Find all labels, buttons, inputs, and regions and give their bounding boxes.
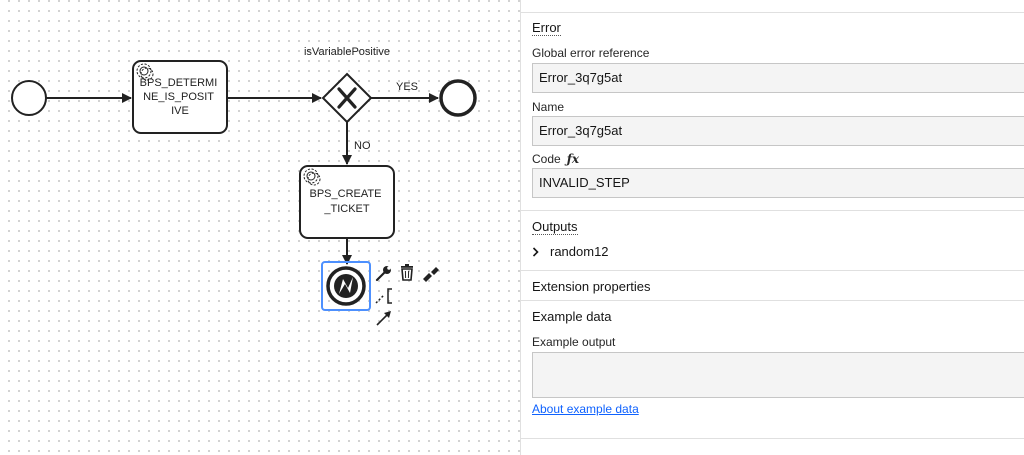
global-error-reference-label: Global error reference xyxy=(532,46,650,60)
bpmn-diagram[interactable]: BPS_DETERMI NE_IS_POSIT IVE isVariablePo… xyxy=(0,0,520,455)
output-item-label: random12 xyxy=(550,244,609,259)
lightning-error-icon xyxy=(339,277,353,294)
end-event[interactable] xyxy=(439,79,477,117)
divider xyxy=(521,300,1024,301)
divider xyxy=(521,270,1024,271)
example-output-textarea[interactable] xyxy=(532,352,1024,398)
error-end-event[interactable] xyxy=(326,266,366,306)
error-group-title[interactable]: Error xyxy=(532,20,561,36)
about-example-data-link[interactable]: About example data xyxy=(532,402,639,416)
properties-panel: Error Global error reference Error_3q7g5… xyxy=(520,0,1024,455)
bpmn-canvas[interactable]: BPS_DETERMI NE_IS_POSIT IVE isVariablePo… xyxy=(0,0,520,455)
task2-label-line: _TICKET xyxy=(323,203,370,215)
flow-yes-label: YES xyxy=(396,81,418,93)
chevron-right-icon xyxy=(532,246,539,257)
selection-outline xyxy=(321,261,371,311)
paint-brush-icon[interactable] xyxy=(423,267,439,282)
divider xyxy=(521,438,1024,439)
svg-text:BPS_DETERMI NE_IS_POSI: BPS_DETERMI NE_IS_POSIT IVE xyxy=(140,77,221,117)
service-task-gear-icon xyxy=(136,63,154,81)
task2-label-line: BPS_CREATE xyxy=(310,188,382,200)
task1-label-line: IVE xyxy=(171,105,189,117)
name-input[interactable]: Error_3q7g5at xyxy=(532,116,1024,146)
task-bps-determine-is-positive[interactable]: BPS_DETERMI NE_IS_POSIT IVE xyxy=(132,60,228,134)
code-label-text: Code xyxy=(532,152,561,166)
connect-arrow-icon[interactable] xyxy=(376,311,391,326)
gateway-label: isVariablePositive xyxy=(304,46,390,58)
example-data-title[interactable]: Example data xyxy=(532,309,612,324)
task1-label-line: BPS_DETERMI xyxy=(140,77,218,89)
divider xyxy=(521,12,1024,13)
error-end-inner-fill xyxy=(334,274,358,298)
text-annotation-icon[interactable] xyxy=(375,288,392,304)
task1-label-line: NE_IS_POSIT xyxy=(143,91,214,103)
global-error-reference-select[interactable]: Error_3q7g5at xyxy=(532,63,1024,93)
x-marker-icon xyxy=(337,87,357,109)
svg-text:BPS_CREATE _TICKET: BPS_CREATE _TICKET xyxy=(310,188,385,215)
delete-trash-icon[interactable] xyxy=(401,264,413,281)
outputs-group-title[interactable]: Outputs xyxy=(532,219,578,235)
task-bps-create-ticket[interactable]: BPS_CREATE _TICKET xyxy=(299,165,395,239)
start-event[interactable] xyxy=(11,80,47,116)
service-task-gear-icon xyxy=(303,168,321,186)
context-pad xyxy=(375,264,439,326)
fx-icon[interactable]: ƒx xyxy=(566,152,580,166)
extension-properties-title[interactable]: Extension properties xyxy=(532,279,651,294)
code-input[interactable]: INVALID_STEP xyxy=(532,168,1024,198)
name-label: Name xyxy=(532,100,565,114)
wrench-icon[interactable] xyxy=(375,264,393,282)
example-output-label: Example output xyxy=(532,335,616,349)
divider xyxy=(521,210,1024,211)
exclusive-gateway[interactable] xyxy=(321,72,373,124)
flow-no-label: NO xyxy=(354,140,371,152)
output-item[interactable]: random12 xyxy=(532,244,609,259)
